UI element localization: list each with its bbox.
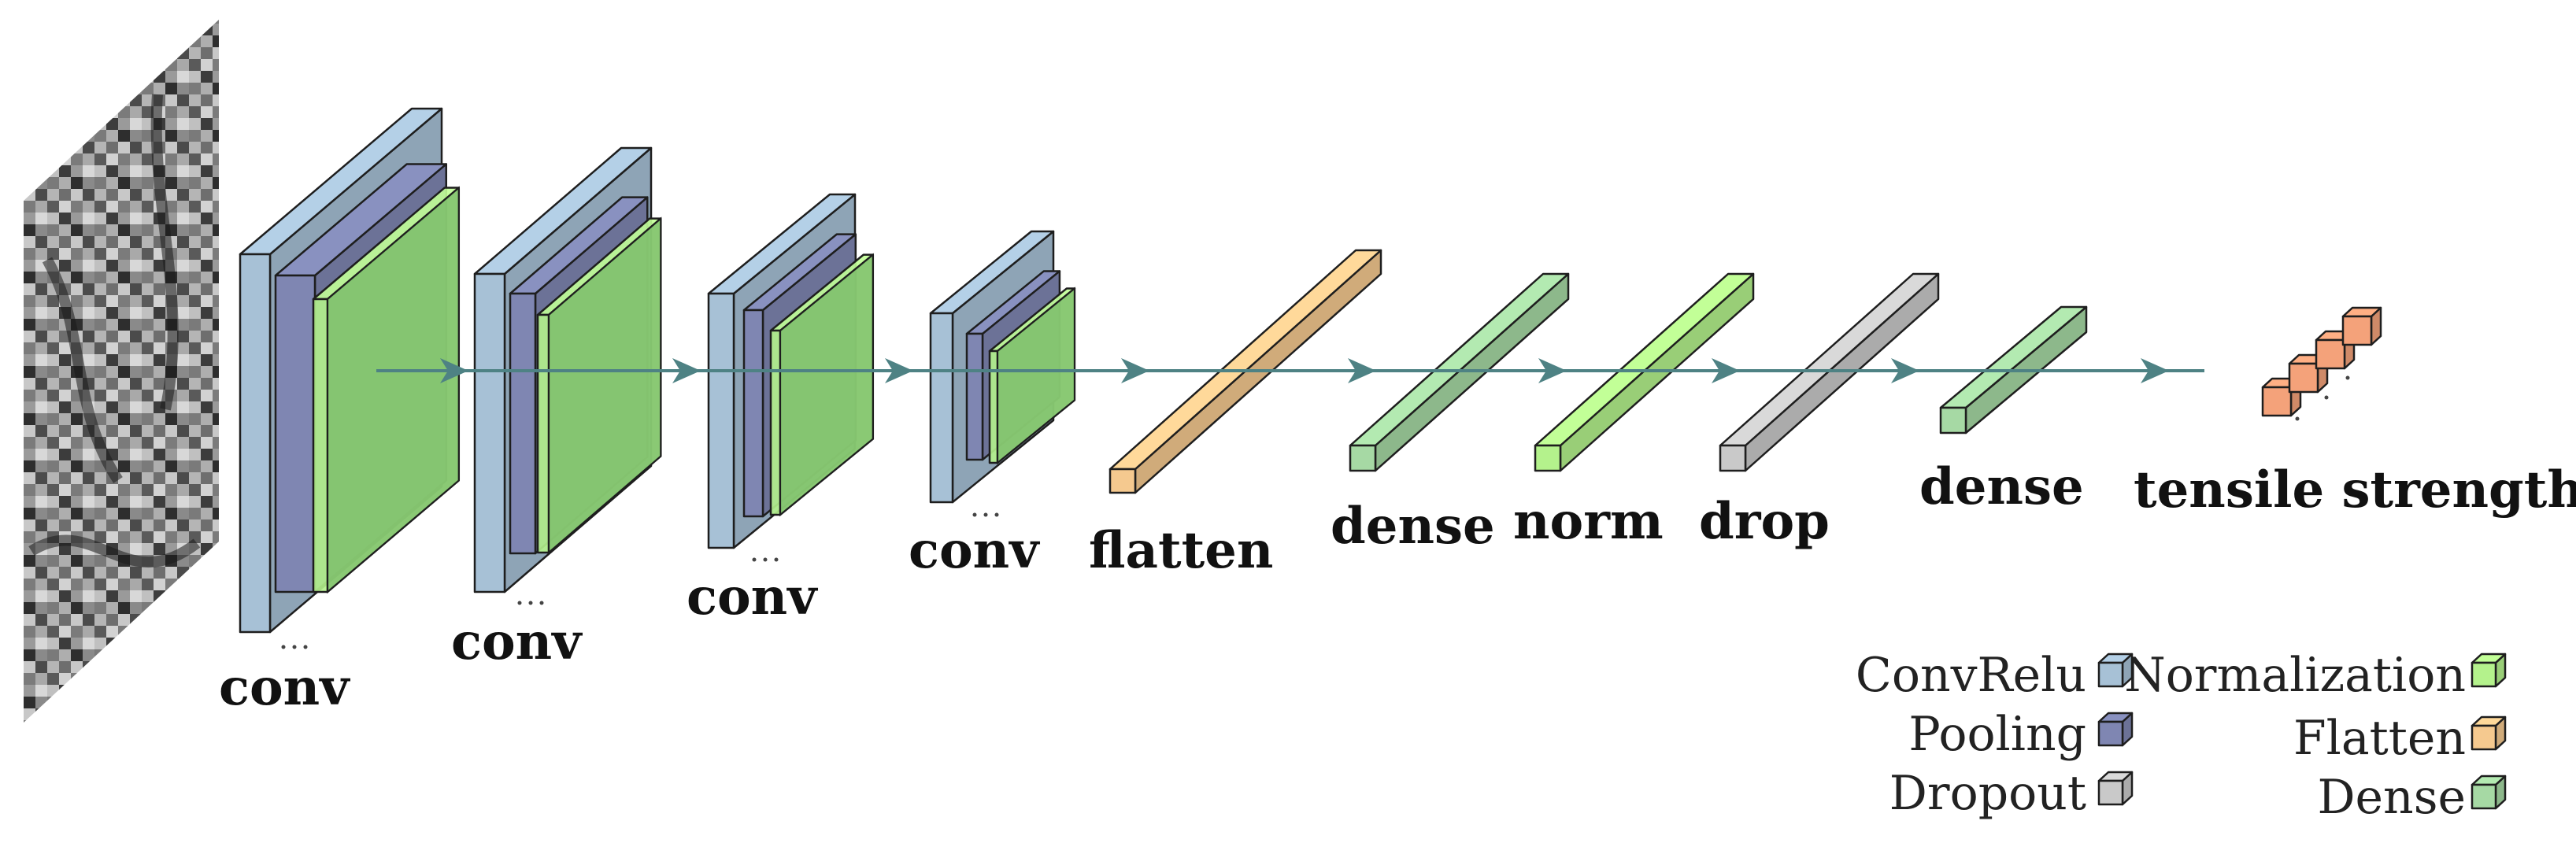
flatten-cube-icon-shape-front — [2471, 724, 2497, 751]
convrelu-cube-icon-shape-front — [2097, 661, 2124, 688]
arrowhead-5 — [1348, 358, 1376, 383]
dense-cube-icon-shape-front — [2471, 783, 2497, 810]
conv-block-2-green-face — [548, 216, 662, 555]
dropout-cube-icon — [2097, 771, 2134, 806]
output-cube-4-front — [2341, 315, 2373, 346]
arrowhead-2 — [672, 358, 701, 383]
arrowhead-9 — [2141, 358, 2169, 383]
conv-block-4-normalization-front — [988, 349, 999, 464]
conv3-label: conv — [687, 568, 818, 627]
output-cube-1-front — [2261, 386, 2293, 417]
conv-block-3-pooling-front — [742, 309, 764, 518]
flatten-cube-icon — [2471, 715, 2507, 751]
flow-arrows — [376, 358, 2204, 383]
conv-block-3-convrelu-front — [707, 292, 735, 549]
pooling-cube-icon-shape-front — [2097, 720, 2124, 747]
input-image — [24, 20, 219, 723]
conv-block-4-pooling-front — [965, 332, 984, 461]
layer-blocks — [239, 107, 2382, 634]
arrowhead-8 — [1891, 358, 1919, 383]
normalization-cube-icon-shape — [2471, 653, 2507, 688]
output-cube-2-front — [2288, 362, 2319, 394]
arrowhead-4 — [1121, 358, 1149, 383]
norm-label: norm — [1513, 492, 1664, 551]
conv-block-3-green-face — [779, 253, 874, 517]
output-label: tensile strength — [2134, 460, 2576, 519]
norm-bar-front — [1534, 444, 1562, 472]
arrowhead-3 — [885, 358, 913, 383]
legend-label-normalization: Normalization — [2124, 648, 2466, 703]
conv-block-2-pooling-front — [509, 292, 537, 555]
output-cube-3-front — [2315, 338, 2346, 370]
legend-label-dense: Dense — [2317, 770, 2466, 825]
legend: ConvRelu Pooling Dropout Normalization F… — [1856, 648, 2507, 825]
dropout-cube-icon-shape-front — [2097, 779, 2124, 806]
conv-block-4-green-face — [997, 287, 1075, 465]
dense1-bar-front — [1349, 444, 1377, 472]
arrowhead-1 — [440, 358, 468, 383]
dense1-label: dense — [1331, 497, 1495, 556]
dense-cube-icon — [2471, 775, 2507, 810]
normalization-cube-icon-shape-front — [2471, 661, 2497, 688]
flatten-cube-icon-shape — [2471, 715, 2507, 751]
conv-block-1-pooling-front — [274, 274, 316, 593]
conv-block-4-convrelu-front — [929, 312, 954, 504]
pooling-cube-icon — [2097, 712, 2134, 747]
flatten-label: flatten — [1089, 521, 1273, 580]
conv1-label: conv — [219, 658, 350, 717]
legend-label-convrelu: ConvRelu — [1856, 648, 2086, 703]
conv-block-2-convrelu-front — [473, 272, 506, 593]
legend-label-pooling: Pooling — [1908, 707, 2086, 762]
legend-icons — [2097, 653, 2507, 810]
conv2-label: conv — [451, 612, 583, 671]
conv-block-1-normalization-front — [312, 298, 329, 593]
dense1-bar-top — [1349, 272, 1570, 447]
dense-cube-icon-shape — [2471, 775, 2507, 810]
ellipsis-marks — [281, 375, 2350, 649]
convrelu-cube-icon — [2097, 653, 2134, 688]
drop-bar-front — [1719, 444, 1747, 472]
dropout-cube-icon-shape — [2097, 771, 2134, 806]
normalization-cube-icon — [2471, 653, 2507, 688]
drop-label: drop — [1699, 492, 1830, 551]
conv-block-1-green-face — [327, 186, 460, 594]
pooling-cube-icon-shape — [2097, 712, 2134, 747]
legend-label-flatten: Flatten — [2293, 711, 2466, 766]
conv-block-1-convrelu-front — [239, 253, 272, 634]
output-cube-4 — [2341, 306, 2382, 346]
flatten-bar-top — [1108, 249, 1382, 471]
convrelu-cube-icon-shape — [2097, 653, 2134, 688]
flatten-bar-front — [1108, 468, 1137, 494]
conv-block-3-normalization-front — [769, 329, 782, 516]
conv-block-2-normalization-front — [536, 313, 550, 554]
conv4-label: conv — [909, 521, 1040, 580]
dense2-bar-front — [1939, 406, 1967, 434]
dense2-label: dense — [1919, 457, 2084, 516]
arrowhead-6 — [1538, 358, 1567, 383]
legend-label-dropout: Dropout — [1889, 766, 2086, 821]
arrowhead-7 — [1712, 358, 1740, 383]
